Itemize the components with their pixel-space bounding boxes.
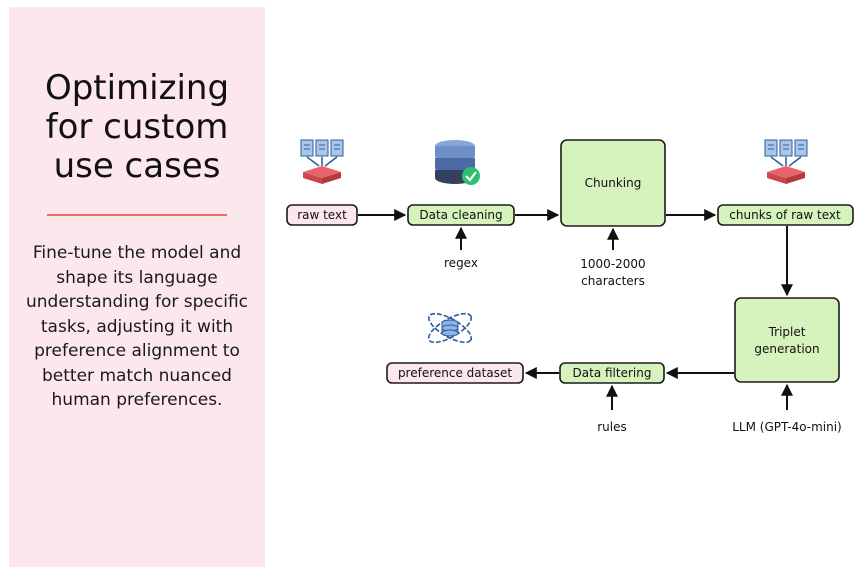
title-line-2: for custom [45,107,229,147]
input-regex-label: regex [444,256,478,270]
page-title: Optimizing for custom use cases [9,69,265,186]
node-chunking: Chunking [560,139,666,227]
node-data-filtering-label: Data filtering [573,366,652,380]
node-chunks-of-raw-text: chunks of raw text [717,204,854,226]
input-chunk-size-label-1: 1000-2000 [580,257,645,271]
node-triplet-label-2: generation [754,342,819,356]
input-chunk-size-label-2: characters [581,274,645,288]
title-line-1: Optimizing [44,68,230,108]
node-data-cleaning-label: Data cleaning [419,208,502,222]
sidebar-panel: Optimizing for custom use cases Fine-tun… [9,7,265,567]
node-preference-dataset-label: preference dataset [398,366,512,380]
node-data-filtering: Data filtering [559,362,665,384]
node-chunking-label: Chunking [585,176,642,190]
documents-to-tray-icon [764,139,808,184]
node-triplet-generation: Triplet generation [734,297,840,383]
node-data-cleaning: Data cleaning [407,204,515,226]
node-chunks-label: chunks of raw text [729,208,841,222]
title-divider [47,214,227,216]
documents-to-tray-icon [300,139,344,184]
input-llm-label: LLM (GPT-4o-mini) [732,420,842,434]
title-line-3: use cases [53,146,221,186]
node-raw-text-label: raw text [297,208,347,222]
node-triplet-label-1: Triplet [768,325,806,339]
atom-database-icon [427,312,473,344]
node-raw-text: raw text [286,204,358,226]
database-check-icon [435,140,480,185]
description-text: Fine-tune the model and shape its langua… [26,243,248,410]
input-rules-label: rules [597,420,627,434]
node-preference-dataset: preference dataset [386,362,524,384]
